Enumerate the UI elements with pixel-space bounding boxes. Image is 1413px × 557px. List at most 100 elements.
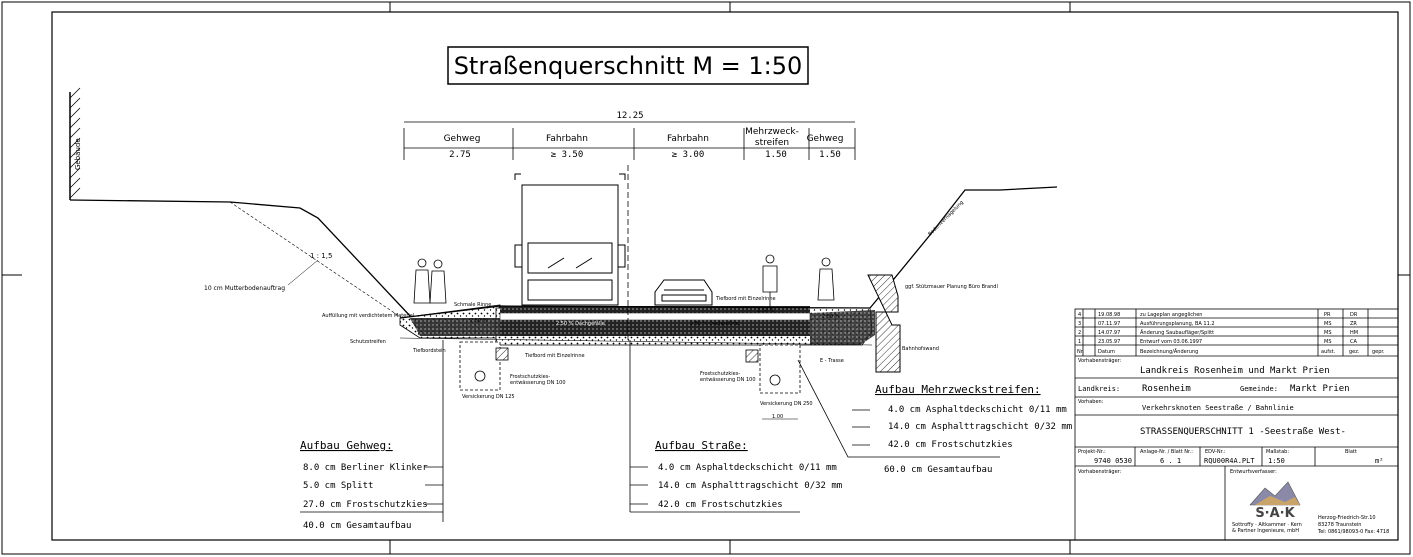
label-pct-r: 2.50 %: [822, 314, 840, 320]
label-mauer: Bahnhofswand: [902, 346, 939, 352]
dim-value-gehweg-l: 2.75: [449, 150, 471, 160]
label-slope: 1 : 1,5: [310, 252, 332, 260]
dim-label-fahrbahn-2: Fahrbahn: [667, 134, 709, 144]
pedestrian-right: [817, 257, 835, 301]
retaining-wall: [867, 274, 901, 373]
tb-vorhabentraeger: Landkreis Rosenheim und Markt Prien: [1140, 366, 1330, 376]
label-dachgefaelle-r: 2.50 % Dachgefälle: [690, 321, 739, 327]
svg-text:MS: MS: [1324, 330, 1332, 336]
dim-value-gehweg-r: 1.50: [819, 150, 841, 160]
tb-addr-3: Tel: 0861/98093-0 Fax: 4718: [1317, 529, 1389, 535]
label-frostschutz-r2: entwässerung DN 100: [700, 377, 756, 383]
label-pct-mid: 2.50 %: [757, 308, 775, 314]
tb-entwurf-label: Entwurfsverfasser:: [1230, 469, 1277, 475]
road-structure: [399, 304, 875, 346]
building-wall: [69, 87, 81, 200]
svg-text:1: 1: [1078, 339, 1081, 345]
svg-text:23.05.97: 23.05.97: [1098, 339, 1120, 345]
tb-blatt-label: Blatt: [1345, 449, 1357, 455]
slope-line: [229, 201, 403, 319]
tb-vorhaben-label: Vorhaben:: [1078, 399, 1104, 405]
dim-label-fahrbahn-1: Fahrbahn: [546, 134, 588, 144]
label-versicker-r: Versickerung DN 250: [760, 401, 813, 407]
label-auffuellung: Auffüllung mit verdichtetem Material: [322, 313, 414, 319]
svg-text:Datum: Datum: [1098, 349, 1115, 355]
tb-anlage: 6 . 1: [1160, 457, 1181, 465]
tb-landkreis: Rosenheim: [1142, 384, 1191, 394]
svg-text:zu Lageplan angeglichen: zu Lageplan angeglichen: [1140, 312, 1202, 318]
gehweg-ticks: [300, 466, 443, 513]
mehrzweck-layer-3: 42.0 cm Frostschutzkies: [888, 440, 1013, 450]
tb-anlage-label: Anlage-Nr. / Blatt Nr.:: [1140, 449, 1193, 455]
tb-gemeinde-label: Gemeinde:: [1240, 385, 1278, 393]
tb-aufgestellt-label: Vorhabensträger:: [1078, 469, 1122, 475]
tb-massstab: 1:50: [1268, 457, 1285, 465]
svg-text:PR: PR: [1324, 312, 1331, 318]
svg-text:gepr.: gepr.: [1372, 349, 1385, 355]
drain-left: [459, 341, 509, 391]
strasse-layer-2: 14.0 cm Asphalttragschicht 0/32 mm: [658, 481, 842, 491]
gehweg-layer-2: 5.0 cm Splitt: [303, 481, 373, 491]
gehweg-title: Aufbau Gehweg:: [300, 439, 393, 452]
gehweg-total: 40.0 cm Gesamtaufbau: [303, 521, 411, 531]
strasse-ticks: [630, 466, 800, 513]
dim-value-fahrbahn-1: ≥ 3.50: [551, 150, 584, 160]
label-versicker-l: Versickerung DN 125: [462, 394, 515, 400]
label-tiefbordstein: Tiefbordstein: [412, 348, 446, 354]
svg-text:Entwurf vom 03.06.1997: Entwurf vom 03.06.1997: [1140, 339, 1202, 345]
tb-edv: RQU00R4A.PLT: [1204, 457, 1255, 465]
tb-vorhaben: Verkehrsknoten Seestraße / Bahnlinie: [1142, 404, 1294, 412]
tb-blatt: m²: [1375, 457, 1383, 465]
tb-projekt: 9740 0530: [1094, 457, 1132, 465]
tb-projekt-label: Projekt-Nr.:: [1078, 449, 1106, 455]
tb-firm-1: Sottroffy · Altkammer · Kern: [1232, 522, 1302, 528]
mehrzweck-ticks: [852, 409, 870, 446]
tb-gemeinde: Markt Prien: [1290, 384, 1350, 394]
sheet-inner-frame: [51, 11, 1399, 541]
label-stuetzmauer: ggf. Stützmauer Planung Büro Brandl: [905, 284, 998, 290]
mehrzweck-layer-1: 4.0 cm Asphaltdeckschicht 0/11 mm: [888, 405, 1067, 415]
tb-massstab-label: Maßstab:: [1266, 449, 1289, 455]
title-block-frame: [1074, 308, 1399, 541]
label-gebaeude: Gebäude: [74, 138, 82, 170]
dim-value-fahrbahn-2: ≥ 3.00: [672, 150, 705, 160]
svg-text:19.08.98: 19.08.98: [1098, 312, 1120, 318]
mehrzweck-title: Aufbau Mehrzweckstreifen:: [875, 383, 1041, 396]
tb-landkreis-label: Landkreis:: [1078, 385, 1120, 393]
svg-text:ZR: ZR: [1350, 321, 1357, 327]
mehrzweck-total: 60.0 cm Gesamtaufbau: [884, 465, 992, 475]
dim-label-mehrzweck-1: Mehrzweck-: [745, 127, 799, 137]
label-mutterboden: 10 cm Mutterbodenauftrag: [204, 285, 285, 292]
sak-logo: S·A·K: [1249, 481, 1301, 521]
svg-text:14.07.97: 14.07.97: [1098, 330, 1120, 336]
truck: [514, 173, 626, 306]
svg-text:MS: MS: [1324, 321, 1332, 327]
pedestrians-left: [413, 258, 447, 304]
dim-total: 12.25: [616, 111, 643, 121]
svg-text:3: 3: [1078, 321, 1081, 327]
label-width-small: 1.00: [772, 414, 783, 420]
svg-text:S·A·K: S·A·K: [1255, 506, 1295, 521]
tb-firm-2: & Partner Ingenieure, mbH: [1232, 528, 1299, 534]
svg-text:2: 2: [1078, 330, 1081, 336]
label-dachgefaelle-l: 2.50 % Dachgefälle: [556, 321, 605, 327]
dim-label-gehweg-l: Gehweg: [444, 134, 481, 144]
car: [654, 279, 713, 306]
svg-text:Nr.: Nr.: [1077, 349, 1084, 355]
svg-text:Ausführungsplanung, BA 11.2: Ausführungsplanung, BA 11.2: [1140, 321, 1215, 327]
road-surface: [399, 305, 871, 319]
mehrzweck-layer-2: 14.0 cm Asphalttragschicht 0/32 mm: [888, 422, 1072, 432]
label-boeschung: Bodenvernagelung: [927, 200, 965, 238]
dim-label-mehrzweck-2: streifen: [755, 138, 789, 148]
label-frostschutz-l2: entwässerung DN 100: [510, 380, 566, 386]
terrain-left: [69, 199, 413, 319]
cyclist: [762, 254, 778, 310]
svg-text:HM: HM: [1350, 330, 1358, 336]
svg-text:MS: MS: [1324, 339, 1332, 345]
label-borde-r: Tiefbord mit Einzelrinne: [715, 296, 776, 302]
leader-mutterboden: [287, 259, 319, 286]
svg-text:gez.: gez.: [1349, 349, 1360, 355]
